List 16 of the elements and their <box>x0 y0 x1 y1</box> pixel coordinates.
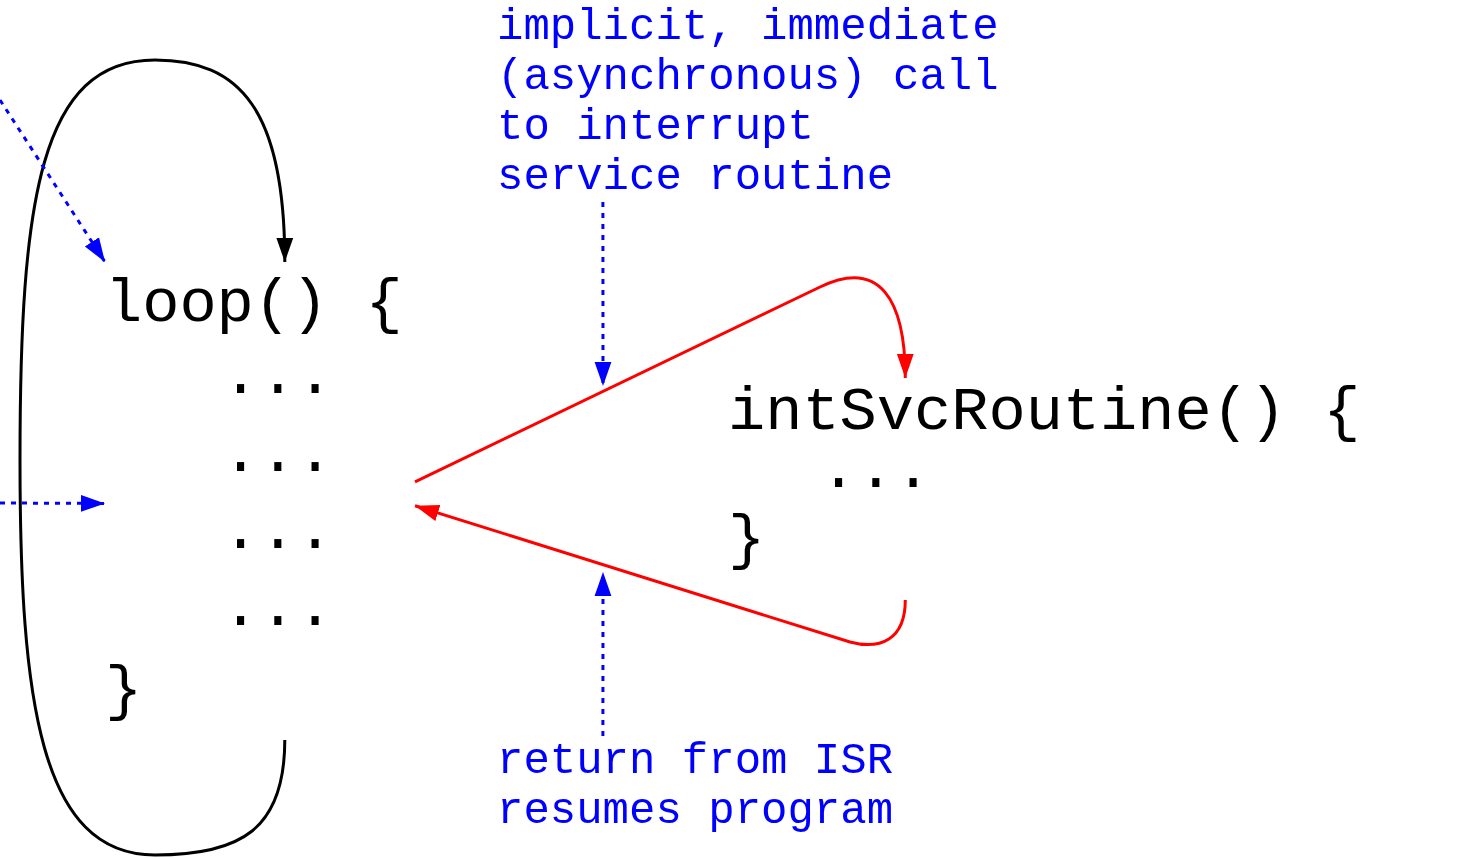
arrow <box>18 58 293 857</box>
arrow <box>414 504 907 646</box>
leader-line <box>594 572 612 736</box>
code-line: ... <box>222 497 334 567</box>
code-line: ... <box>222 574 334 644</box>
code-line: ... <box>222 342 334 412</box>
annotation-text: implicit, immediate (asynchronous) call to interrupt service routine <box>497 2 999 202</box>
code-line: ... <box>222 420 334 490</box>
arrow <box>0 494 105 512</box>
leader-line <box>594 202 612 386</box>
annotation-text: return from ISR resumes program <box>497 736 920 836</box>
code-line: } <box>728 506 766 576</box>
arrow <box>0 99 107 263</box>
code-line: } <box>105 657 143 727</box>
function-header: loop() { <box>105 270 403 340</box>
arrow <box>414 276 913 484</box>
